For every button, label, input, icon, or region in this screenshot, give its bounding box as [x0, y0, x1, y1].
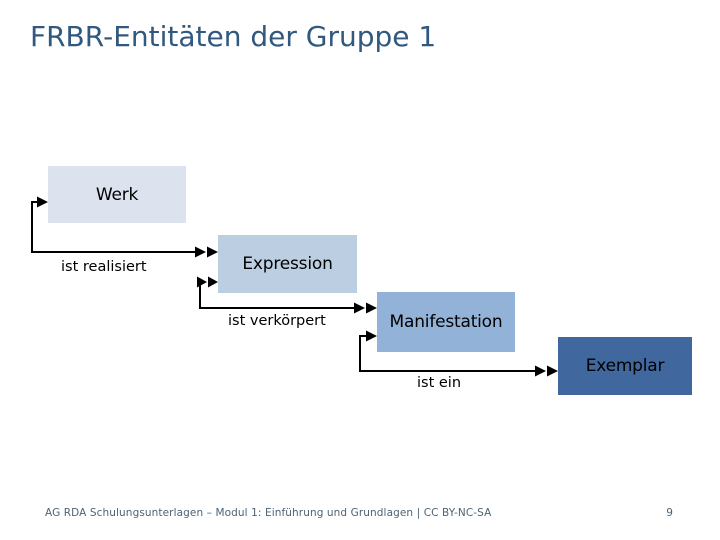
entity-box-werk: Werk [48, 166, 186, 223]
relation-label-ist-verkoerpert: ist verkörpert [228, 313, 326, 329]
page-number: 9 [666, 507, 673, 519]
entity-label-werk: Werk [95, 184, 139, 205]
entity-label-exemplar: Exemplar [585, 356, 665, 376]
entity-box-exemplar: Exemplar [558, 337, 692, 395]
page-title: FRBR-Entitäten der Gruppe 1 [30, 20, 437, 53]
entity-label-manifestation: Manifestation [389, 312, 503, 332]
footer-text: AG RDA Schulungsunterlagen – Modul 1: Ei… [45, 507, 492, 519]
footer: AG RDA Schulungsunterlagen – Modul 1: Ei… [45, 507, 680, 519]
entity-box-expression: Expression [218, 235, 357, 293]
entity-label-expression: Expression [242, 254, 333, 274]
relation-label-ist-realisiert: ist realisiert [61, 259, 147, 275]
entity-box-manifestation: Manifestation [377, 292, 515, 352]
relation-label-ist-ein: ist ein [417, 375, 462, 391]
